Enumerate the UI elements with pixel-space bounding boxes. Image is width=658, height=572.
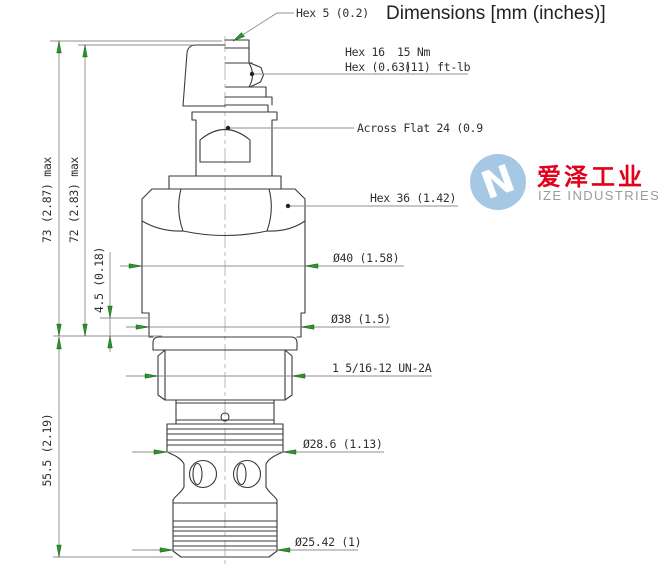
dimension-lines bbox=[50, 12, 468, 558]
washer-stack bbox=[224, 86, 273, 113]
neck-section bbox=[175, 399, 275, 425]
label-dia38: Ø38 (1.5) bbox=[331, 312, 391, 326]
nose-section-dia25 bbox=[172, 526, 278, 558]
label-dia25-42: Ø25.42 (1) bbox=[295, 535, 361, 549]
ize-logo: N 爱泽工业 IZE INDUSTRIES bbox=[470, 154, 658, 210]
logo-english-name: IZE INDUSTRIES bbox=[538, 188, 658, 203]
label-hex36: Hex 36 (1.42) bbox=[370, 191, 456, 205]
lower-body bbox=[172, 499, 278, 528]
leader-dots bbox=[225, 71, 291, 209]
pilot-orifice bbox=[220, 412, 230, 422]
label-torque-hex-mm: Hex 16 bbox=[345, 45, 385, 59]
label-cartridge-55-5: 55.5 (2.19) bbox=[40, 414, 54, 487]
label-height-73: 73 (2.87) max bbox=[40, 157, 54, 243]
port-slot-right bbox=[236, 462, 247, 486]
dia38-step bbox=[141, 312, 306, 338]
adjuster-housing-across-flat24 bbox=[191, 111, 278, 177]
hex36-body bbox=[141, 188, 306, 314]
valve-body-outline bbox=[141, 39, 306, 558]
label-torque-nm: 15 Nm bbox=[397, 45, 430, 59]
cross-port-right bbox=[232, 459, 262, 489]
upper-flange bbox=[168, 175, 282, 190]
label-torque-ftlb: (11) ft-lb bbox=[404, 60, 471, 74]
cross-port-left bbox=[188, 459, 218, 489]
adjust-screw-stem bbox=[224, 39, 253, 64]
label-height-72: 72 (2.83) max bbox=[67, 157, 81, 243]
waist-profile bbox=[166, 451, 284, 501]
locknut-hex16 bbox=[225, 62, 265, 88]
label-step-4-5: 4.5 (0.18) bbox=[92, 247, 106, 313]
label-dia28-6: Ø28.6 (1.13) bbox=[303, 437, 382, 451]
page-title: Dimensions [mm (inches)] bbox=[386, 3, 606, 24]
label-torque-hex-in: Hex (0.63) bbox=[345, 60, 411, 74]
logo-chinese-name: 爱泽工业 bbox=[537, 164, 645, 191]
label-dia40: Ø40 (1.58) bbox=[333, 251, 399, 265]
callout-labels: Hex 5 (0.2) Hex 16 15 Nm Hex (0.63) (11)… bbox=[40, 6, 484, 549]
label-hex5: Hex 5 (0.2) bbox=[296, 6, 369, 20]
dia28-ring-band bbox=[166, 423, 284, 453]
protective-cap-outline bbox=[182, 44, 226, 107]
logo-circle-icon bbox=[470, 154, 526, 210]
dimension-arrows bbox=[56, 32, 319, 558]
thread-section bbox=[157, 349, 293, 401]
port-slot-left bbox=[192, 462, 203, 486]
label-across-flat: Across Flat 24 (0.9 bbox=[357, 121, 483, 135]
leader-hex5 bbox=[232, 12, 294, 42]
label-thread: 1 5/16-12 UN-2A bbox=[332, 361, 432, 375]
oring-bulge bbox=[148, 336, 302, 351]
